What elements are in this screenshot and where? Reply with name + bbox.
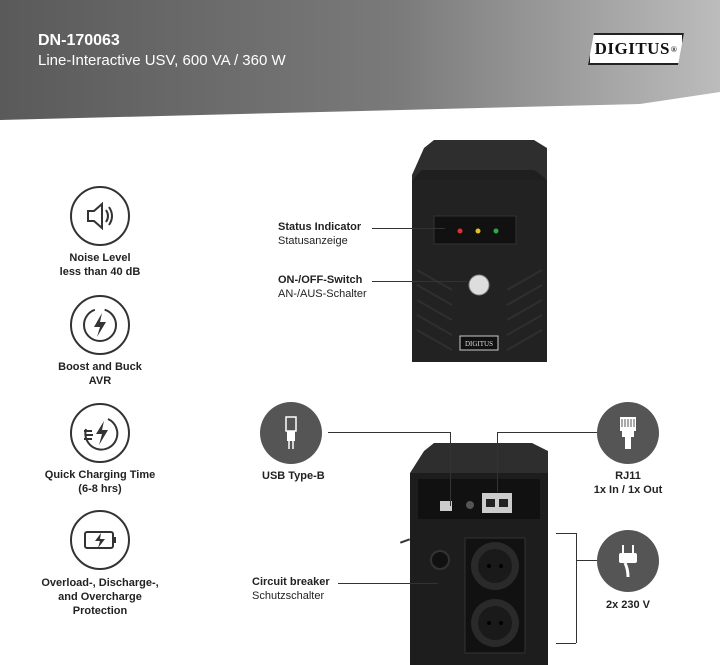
leader-line-switch [372, 281, 467, 282]
speaker-icon [70, 186, 130, 246]
leader-line-usb-v [450, 432, 451, 506]
product-subtitle: Line-Interactive USV, 600 VA / 360 W [38, 52, 286, 69]
bracket-vertical [576, 533, 577, 643]
power-plug-icon [597, 530, 659, 592]
rj11-icon [597, 402, 659, 464]
usb-type-b-icon [260, 402, 322, 464]
leader-line-usb-h [328, 432, 450, 433]
ups-rear-view [410, 443, 548, 665]
leader-line-breaker [338, 583, 438, 584]
feature-label-charging: Quick Charging Time(6-8 hrs) [44, 469, 156, 495]
leader-line-rj11-v [497, 432, 498, 492]
lightning-cycle-icon [70, 295, 130, 355]
brand-logo: DIGITUS® [588, 33, 684, 65]
callout-outlets: 2x 230 V [605, 599, 651, 611]
bracket-bottom [556, 643, 576, 644]
fast-charge-icon [70, 403, 130, 463]
leader-line-status [372, 228, 445, 229]
callout-usb-type-b: USB Type-B [262, 470, 325, 482]
front-brand-label: DIGITUS [465, 340, 493, 348]
leader-line-outlets [577, 560, 597, 561]
battery-icon [70, 510, 130, 570]
status-led-green [493, 228, 499, 234]
product-model: DN-170063 [38, 32, 120, 49]
leader-line-rj11-h [497, 432, 597, 433]
ups-front-view: DIGITUS [412, 140, 547, 362]
bracket-top [556, 533, 576, 534]
status-led-yellow [475, 228, 481, 234]
power-cable-stub [399, 538, 411, 544]
status-led-red [457, 228, 463, 234]
